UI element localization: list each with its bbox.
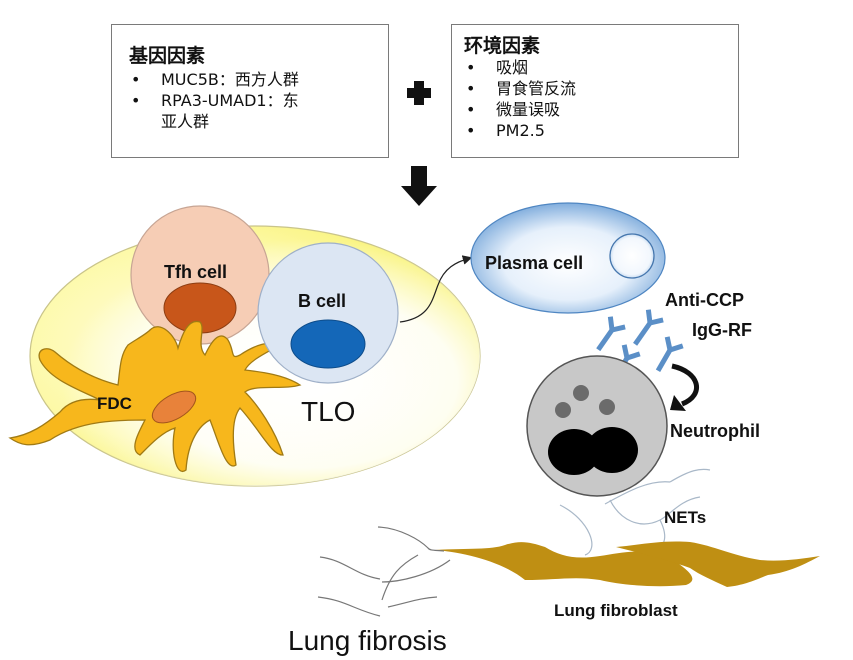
environmental-factors-title: 环境因素 — [464, 35, 541, 57]
b-cell — [257, 242, 399, 384]
curved-arrow-icon — [670, 363, 699, 411]
plasma-cell — [470, 202, 666, 314]
neutrophil-label: Neutrophil — [670, 421, 760, 441]
b-cell-label: B cell — [298, 291, 346, 311]
list-item: • MUC5B：西方人群 — [129, 69, 370, 90]
plasma-vacuole — [609, 233, 655, 279]
bullet: • — [466, 100, 476, 119]
list-item: • PM2.5 — [464, 120, 726, 141]
b-nucleus — [290, 319, 366, 369]
antibody-icon — [655, 336, 684, 373]
fdc-cell — [8, 320, 302, 473]
differentiation-arrow — [399, 255, 473, 323]
genetic-factors-box: 基因因素 • MUC5B：西方人群 • RPA3-UMAD1：东亚人群 — [111, 24, 389, 158]
genetic-factors-title: 基因因素 — [129, 45, 206, 67]
neutrophil — [526, 355, 668, 497]
granule — [555, 402, 571, 418]
arrow-down-icon — [401, 166, 437, 206]
fibrosis-strands — [317, 526, 451, 617]
fdc-label: FDC — [97, 394, 132, 413]
nucleus-lobe — [586, 427, 638, 473]
bullet: • — [131, 70, 141, 89]
nets-strands — [559, 468, 711, 556]
list-item: • RPA3-UMAD1：东亚人群 — [129, 90, 370, 132]
list-item-text: 微量误吸 — [496, 100, 561, 119]
list-item: • 微量误吸 — [464, 99, 726, 120]
tfh-cell-label: Tfh cell — [164, 262, 227, 282]
lung-fibroblast — [435, 541, 820, 587]
genetic-factors-list: • MUC5B：西方人群 • RPA3-UMAD1：东亚人群 — [129, 69, 370, 132]
nets-label: NETs — [664, 508, 706, 527]
environmental-factors-list: • 吸烟 • 胃食管反流 • 微量误吸 • PM2.5 — [464, 57, 726, 141]
bullet: • — [466, 121, 476, 140]
antibody-icon — [596, 316, 626, 352]
igg-rf-label: IgG-RF — [692, 320, 752, 340]
list-item-text: RPA3-UMAD1：东亚人群 — [161, 91, 299, 131]
environmental-factors-box: 环境因素 • 吸烟 • 胃食管反流 • 微量误吸 • PM2.5 — [451, 24, 739, 158]
plus-icon — [407, 81, 431, 105]
tlo-label: TLO — [301, 396, 355, 427]
list-item-text: 吸烟 — [496, 58, 529, 77]
lung-fibroblast-label: Lung fibroblast — [554, 601, 678, 620]
list-item-text: MUC5B：西方人群 — [161, 70, 299, 89]
anti-ccp-label: Anti-CCP — [665, 290, 744, 310]
granule — [573, 385, 589, 401]
fdc-nucleus — [151, 390, 197, 424]
nucleus-lobe — [548, 429, 600, 475]
antibody-icon — [633, 309, 664, 346]
list-item: • 吸烟 — [464, 57, 726, 78]
bullet: • — [466, 58, 476, 77]
lung-fibrosis-label: Lung fibrosis — [288, 625, 447, 656]
list-item-text: 胃食管反流 — [496, 79, 577, 98]
bullet: • — [466, 79, 476, 98]
list-item: • 胃食管反流 — [464, 78, 726, 99]
granule — [599, 399, 615, 415]
plasma-cell-label: Plasma cell — [485, 253, 583, 273]
bullet: • — [131, 91, 141, 110]
list-item-text: PM2.5 — [496, 121, 545, 140]
